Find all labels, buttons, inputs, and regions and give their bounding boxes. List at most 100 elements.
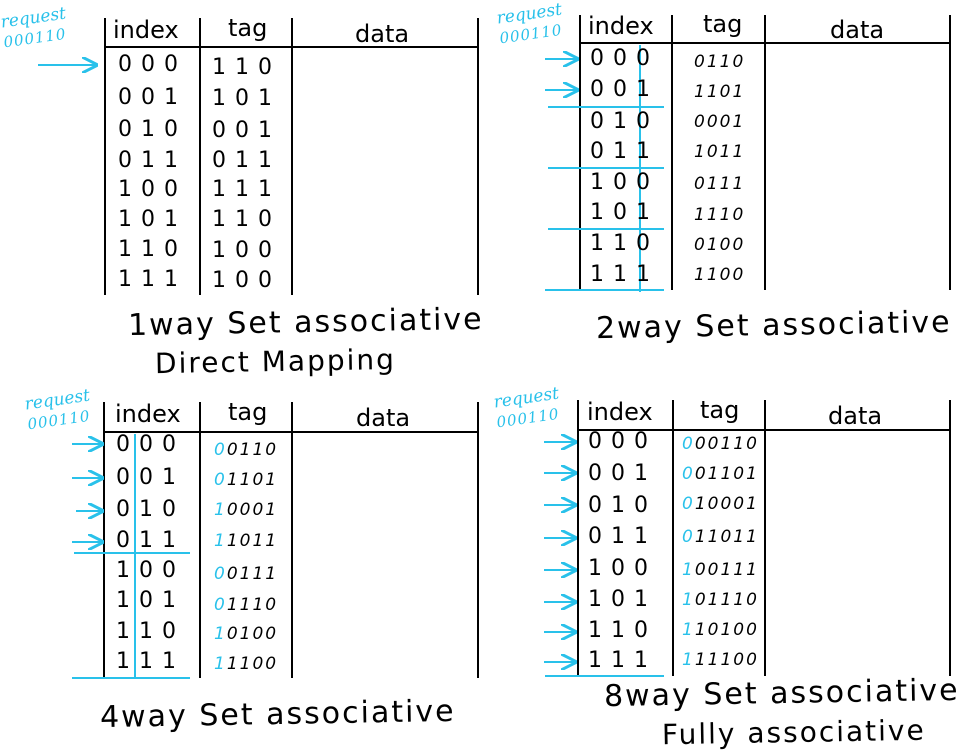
index-cell: 101 [116, 588, 185, 613]
tag-bits: 0110 [226, 440, 279, 460]
index-cell: 001 [118, 85, 187, 110]
index-cell: 000 [590, 46, 659, 71]
index-cell: 110 [590, 231, 659, 256]
index-cell: 001 [590, 77, 659, 102]
index-cell: 101 [590, 200, 659, 225]
tag-cell: 110 [212, 207, 281, 232]
tag-bits: 00111 [694, 560, 759, 580]
tag-highlight-bit: 0 [682, 464, 695, 484]
tag-highlight-bit: 1 [682, 650, 695, 670]
header-data: data [828, 402, 883, 430]
index-cell: 111 [118, 267, 187, 292]
tag-highlight-bit: 1 [682, 590, 695, 610]
tag-bits: 10001 [694, 494, 759, 514]
subcaption-direct-mapping: Direct Mapping [154, 342, 397, 381]
caption-2way: 2way Set associative [595, 304, 952, 347]
tag-bits: 01101 [694, 464, 759, 484]
tag-cell: 1110 [694, 205, 746, 225]
tag-cell: 01110 [214, 595, 278, 615]
index-cell: 010 [590, 109, 659, 134]
header-index: index [115, 400, 181, 428]
index-cell: 010 [116, 497, 185, 522]
index-cell: 000 [118, 52, 187, 77]
index-cell: 001 [588, 461, 657, 486]
panel-3-grid [72, 402, 479, 679]
tag-cell: 011011 [682, 527, 759, 547]
tag-highlight-bit: 0 [214, 470, 227, 490]
tag-highlight-bit: 0 [214, 440, 227, 460]
index-cell: 101 [588, 587, 657, 612]
index-cell: 011 [118, 148, 187, 173]
tag-cell: 011 [212, 148, 281, 173]
tag-bits: 1100 [226, 654, 279, 674]
index-cell: 000 [588, 429, 657, 454]
tag-cell: 001 [212, 118, 281, 143]
tag-highlight-bit: 1 [214, 500, 227, 520]
tag-cell: 101 [212, 86, 281, 111]
tag-cell: 111100 [682, 650, 759, 670]
index-cell: 110 [116, 619, 185, 644]
tag-cell: 10100 [214, 624, 278, 644]
header-data: data [830, 16, 885, 44]
index-cell: 010 [588, 493, 657, 518]
tag-bits: 11011 [694, 527, 759, 547]
tag-bits: 00110 [694, 434, 759, 454]
header-index: index [588, 12, 654, 40]
tag-bits: 11100 [694, 650, 759, 670]
tag-bits: 0100 [226, 624, 279, 644]
tag-cell: 000110 [682, 434, 759, 454]
tag-highlight-bit: 0 [682, 527, 695, 547]
header-data: data [356, 404, 411, 432]
tag-cell: 1011 [694, 142, 746, 162]
index-cell: 110 [118, 237, 187, 262]
header-index: index [587, 398, 653, 426]
panel-2-grid [545, 15, 951, 292]
tag-cell: 1101 [694, 82, 746, 102]
tag-highlight-bit: 0 [214, 595, 227, 615]
tag-cell: 1100 [694, 265, 746, 285]
tag-bits: 10100 [694, 620, 759, 640]
tag-cell: 101110 [682, 590, 759, 610]
index-cell: 101 [118, 207, 187, 232]
index-cell: 011 [588, 524, 657, 549]
tag-cell: 100 [212, 268, 281, 293]
index-cell: 100 [590, 170, 659, 195]
tag-cell: 00111 [214, 564, 278, 584]
tag-highlight-bit: 0 [682, 494, 695, 514]
panel-4-grid [544, 400, 951, 677]
tag-cell: 100 [212, 238, 281, 263]
tag-cell: 0100 [694, 235, 746, 255]
tag-cell: 0110 [694, 52, 746, 72]
tag-highlight-bit: 0 [214, 564, 227, 584]
header-tag: tag [228, 398, 268, 426]
index-cell: 011 [590, 139, 659, 164]
header-data: data [355, 20, 410, 48]
tag-cell: 110 [212, 55, 281, 80]
tag-cell: 01101 [214, 470, 278, 490]
tag-bits: 0001 [226, 500, 279, 520]
tag-highlight-bit: 1 [214, 654, 227, 674]
tag-cell: 110100 [682, 620, 759, 640]
tag-cell: 111 [212, 177, 281, 202]
tag-bits: 01110 [694, 590, 759, 610]
tag-highlight-bit: 0 [682, 434, 695, 454]
tag-cell: 100111 [682, 560, 759, 580]
header-tag: tag [700, 396, 740, 424]
tag-highlight-bit: 1 [214, 531, 227, 551]
caption-8way: 8way Set associative [603, 672, 960, 715]
tag-highlight-bit: 1 [682, 620, 695, 640]
index-cell: 100 [116, 558, 185, 583]
tag-bits: 1101 [226, 470, 279, 490]
index-cell: 110 [588, 618, 657, 643]
index-cell: 001 [116, 465, 185, 490]
header-index: index [113, 16, 179, 44]
caption-4way: 4way Set associative [99, 693, 456, 736]
tag-cell: 00110 [214, 440, 278, 460]
index-cell: 111 [588, 648, 657, 673]
tag-bits: 1110 [226, 595, 279, 615]
tag-cell: 11100 [214, 654, 278, 674]
index-cell: 000 [116, 432, 185, 457]
header-tag: tag [228, 14, 268, 42]
index-cell: 010 [118, 117, 187, 142]
